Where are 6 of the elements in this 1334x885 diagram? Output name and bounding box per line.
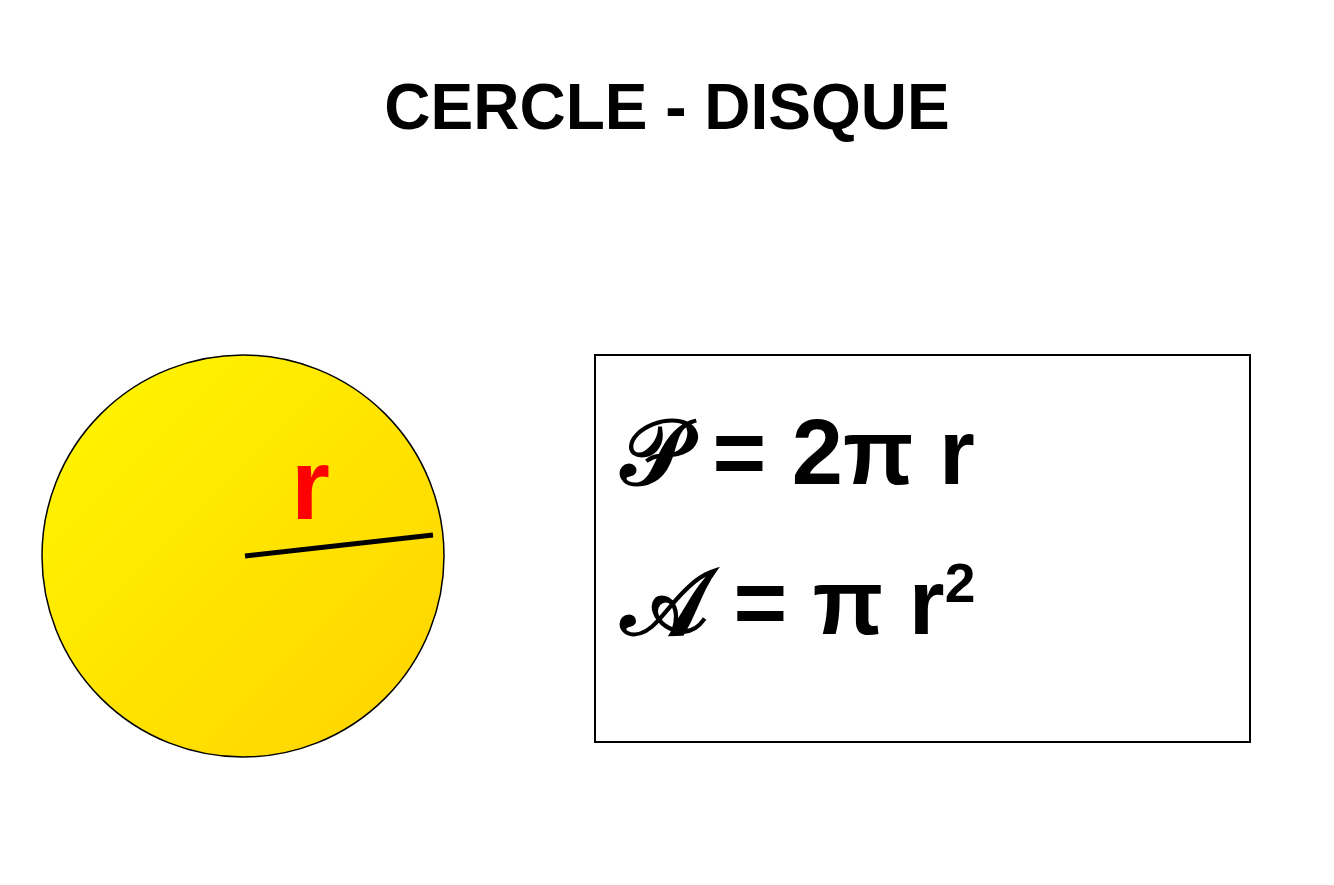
title: CERCLE - DISQUE (383, 70, 951, 144)
circle-drawing (41, 354, 445, 758)
formula: 𝒫 = 2π r (621, 406, 975, 498)
radius-label: r (291, 434, 330, 534)
formula-box (594, 354, 1251, 743)
formula: 𝒜 = π r$^{2}$ (621, 556, 976, 648)
